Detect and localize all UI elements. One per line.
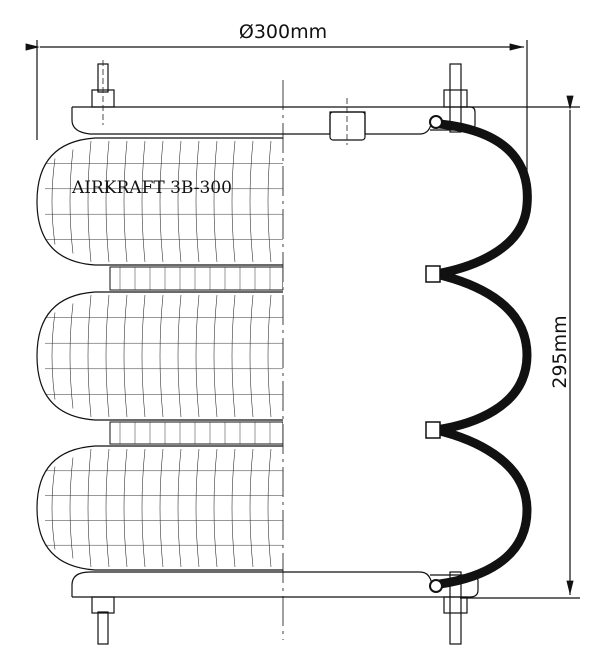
bellows-meridian-line: [123, 294, 128, 418]
diameter-dimension: Ø300mm: [25, 21, 528, 200]
bellows-meridian-line: [69, 149, 74, 254]
bellows-meridian-line: [105, 294, 110, 418]
stud-top-left: [91, 60, 115, 125]
bellows-meridian-line: [141, 140, 146, 263]
stud-bottom-left: [91, 596, 115, 645]
bellows-meridian-line: [195, 140, 200, 263]
bellows-meridian-line: [141, 294, 146, 418]
stud-top-right: [443, 63, 468, 133]
girdle-ring: [425, 421, 441, 439]
bellows-meridian-line: [69, 303, 74, 409]
bellows-meridian-line: [231, 140, 236, 263]
bellows-meridian-line: [267, 448, 272, 568]
bellows-lobe-outline: [36, 291, 283, 421]
bellows-meridian-line: [51, 158, 56, 245]
bellows-meridian-line: [213, 140, 218, 263]
bellows-meridian-line: [123, 140, 128, 263]
girdle-ring: [425, 265, 441, 283]
bellows-meridian-line: [177, 448, 182, 568]
bellows-lobe-outline: [36, 137, 283, 266]
bellows-meridian-line: [51, 466, 56, 550]
bellows-lobe-outline: [36, 445, 283, 571]
bellows-meridian-line: [141, 448, 146, 568]
bellows-meridian-line: [267, 294, 272, 418]
bellows-meridian-line: [51, 312, 56, 400]
stud-bottom-right: [443, 571, 468, 645]
bellows-meridian-line: [195, 448, 200, 568]
bellows-meridian-line: [87, 448, 92, 568]
bellows-meridian-line: [105, 140, 110, 263]
bellows-meridian-line: [177, 140, 182, 263]
girdle-ring-exterior: [109, 421, 283, 445]
bellows-exterior-view: [36, 137, 283, 571]
bellows-meridian-line: [159, 140, 164, 263]
bellows-section-profile: [425, 115, 532, 593]
bottom-plate: [71, 571, 479, 598]
bellows-meridian-line: [231, 448, 236, 568]
diameter-label: Ø300mm: [239, 21, 327, 43]
bellows-meridian-line: [213, 294, 218, 418]
bellows-meridian-line: [177, 294, 182, 418]
bellows-meridian-line: [159, 448, 164, 568]
bellows-meridian-line: [123, 448, 128, 568]
bellows-meridian-line: [69, 457, 74, 559]
bellows-meridian-line: [249, 448, 254, 568]
bellows-meridian-line: [213, 448, 218, 568]
bellows-meridian-line: [249, 140, 254, 263]
bellows-meridian-line: [87, 140, 92, 263]
bellows-meridian-line: [267, 140, 272, 263]
height-dimension: 295mm: [460, 95, 580, 599]
bellows-meridian-line: [249, 294, 254, 418]
bellows-meridian-line: [87, 294, 92, 418]
bellows-meridian-line: [195, 294, 200, 418]
bellows-meridian-line: [159, 294, 164, 418]
girdle-ring-exterior: [109, 266, 283, 291]
bellows-meridian-line: [105, 448, 110, 568]
bellows-meridian-line: [231, 294, 236, 418]
model-label: AIRKRAFT 3B-300: [71, 178, 232, 198]
height-label: 295mm: [549, 315, 571, 388]
